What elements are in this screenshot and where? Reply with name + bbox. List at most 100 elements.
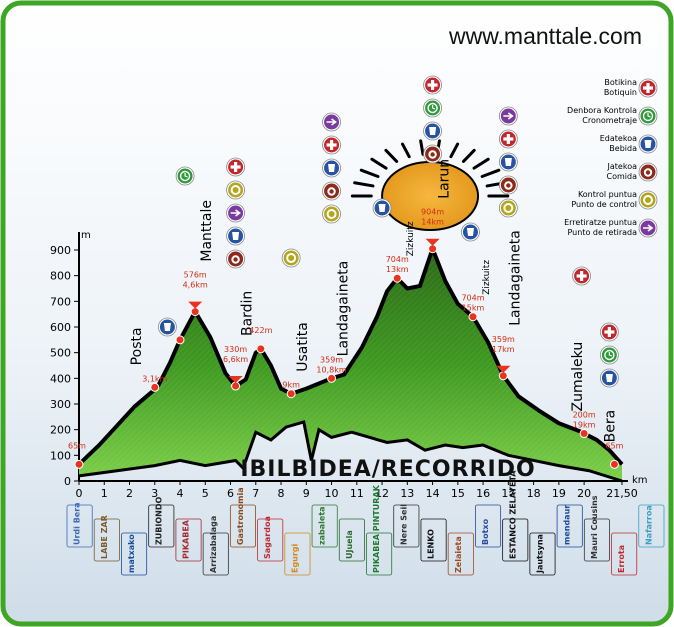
sun-ray (359, 168, 380, 178)
clock-face (427, 102, 438, 114)
clock-face (642, 110, 654, 122)
y-tick-label-500: 500 (50, 347, 71, 360)
profile-layer (77, 246, 624, 483)
point-marker (286, 389, 296, 399)
x-tick-label-0: 0 (76, 487, 83, 500)
point-altitude-label: 359m (320, 355, 343, 364)
food-icon (226, 249, 245, 269)
clock-hands (647, 113, 651, 118)
summit-flag (188, 301, 203, 309)
place-name: Landagaineta (336, 261, 352, 357)
control-point-icon (281, 248, 301, 268)
sponsor-logo: Gastronomia (229, 487, 256, 548)
sponsor-logo: Botxo (475, 504, 502, 548)
icon-body (500, 200, 516, 216)
legend-label-eu: Edatekoa (600, 134, 637, 143)
point-altitude-label: 200m (573, 411, 596, 420)
y-tick-label-100: 100 (50, 449, 71, 462)
point-marker (428, 244, 438, 254)
sponsor-logo: Jautsyna (529, 532, 556, 576)
control-ring (503, 203, 514, 213)
point-altitude-label: 704m (461, 294, 484, 303)
sponsor-box (121, 532, 148, 576)
food-center (645, 170, 651, 175)
point-marker (327, 373, 337, 383)
sponsor-name: Mauri Cousins (590, 495, 599, 559)
sponsor-box (175, 518, 202, 562)
cup (328, 164, 336, 172)
legend-label-es: Bebida (609, 144, 637, 153)
elevation-line (77, 246, 624, 466)
point-distance-label: 19km (573, 421, 596, 430)
x-tick-label-6: 6 (227, 487, 234, 500)
sponsor-name: LENKO (427, 529, 436, 559)
place-name: Larun (437, 159, 453, 199)
website-url: www.manttale.com (448, 23, 642, 49)
y-tick-label-800: 800 (50, 270, 71, 283)
sponsor-logo: Errota (611, 532, 638, 576)
legend-label-eu: Denbora Kontrola (567, 106, 637, 115)
first-aid-icon (423, 75, 442, 95)
sponsor-name: ZUBIONDO (154, 496, 163, 545)
point-marker (468, 312, 478, 322)
x-tick-label-14: 14 (426, 487, 440, 500)
shadow-line (78, 420, 623, 483)
point-altitude-label: 359m (492, 335, 515, 344)
point-distance-label: 4,6km (183, 281, 208, 290)
sponsor-box (611, 532, 638, 576)
timing-icon (175, 166, 195, 186)
sponsor-name: PIKABEA PINTURAK (372, 484, 381, 573)
x-tick-label-19: 19 (552, 487, 566, 500)
point-altitude-label: 904m (421, 208, 444, 217)
first-aid-icon (498, 129, 518, 149)
clock-face (604, 349, 615, 361)
control-ring (643, 195, 653, 205)
icon-body (640, 192, 656, 208)
control-point-icon (322, 204, 341, 224)
drink-icon (157, 317, 177, 337)
y-tick-label-600: 600 (50, 321, 71, 334)
point-marker (392, 273, 402, 283)
x-tick-label-15: 15 (451, 487, 465, 500)
sponsor-logo: PIKABEA (175, 518, 202, 562)
sponsor-box (202, 532, 229, 576)
x-tick-label-21: 21,50 (606, 487, 638, 500)
place-name: Zumaleku (570, 342, 586, 412)
point-distance-label: 15km (462, 304, 485, 313)
food-icon (498, 175, 518, 195)
sun-ray (384, 148, 399, 163)
timing-icon (638, 106, 658, 126)
sponsor-logo: ESTANCO ZELAYETA (502, 470, 529, 562)
food-icon (322, 181, 341, 201)
arrow (503, 112, 514, 120)
control-point-icon (498, 198, 518, 218)
x-tick-label-4: 4 (177, 487, 184, 500)
x-tick-label-11: 11 (350, 487, 364, 500)
point-marker (579, 429, 589, 439)
point-distance-label: 17km (492, 345, 515, 354)
point-marker (498, 371, 508, 381)
place-name: Bardin (240, 291, 256, 336)
sponsor-box (66, 504, 93, 548)
drink-icon (372, 198, 392, 218)
x-tick-label-2: 2 (126, 487, 133, 500)
point-altitude-label: 65m (68, 441, 86, 450)
x-tick-label-10: 10 (325, 487, 339, 500)
sponsor-box (93, 518, 120, 562)
drink-icon (498, 152, 518, 172)
y-tick-label-700: 700 (50, 295, 71, 308)
food-center (506, 183, 511, 188)
cup (504, 158, 512, 166)
sponsor-box (338, 518, 365, 562)
cross-h (326, 143, 337, 147)
x-tick-label-7: 7 (252, 487, 259, 500)
sponsor-logo: Mauri Cousins (583, 495, 610, 562)
point-marker (190, 307, 200, 317)
point-marker (74, 459, 84, 469)
sponsor-box (420, 518, 447, 562)
withdrawal-icon (322, 112, 341, 132)
sponsor-box (393, 504, 420, 548)
sponsor-logo: Sagardoa (257, 516, 284, 562)
